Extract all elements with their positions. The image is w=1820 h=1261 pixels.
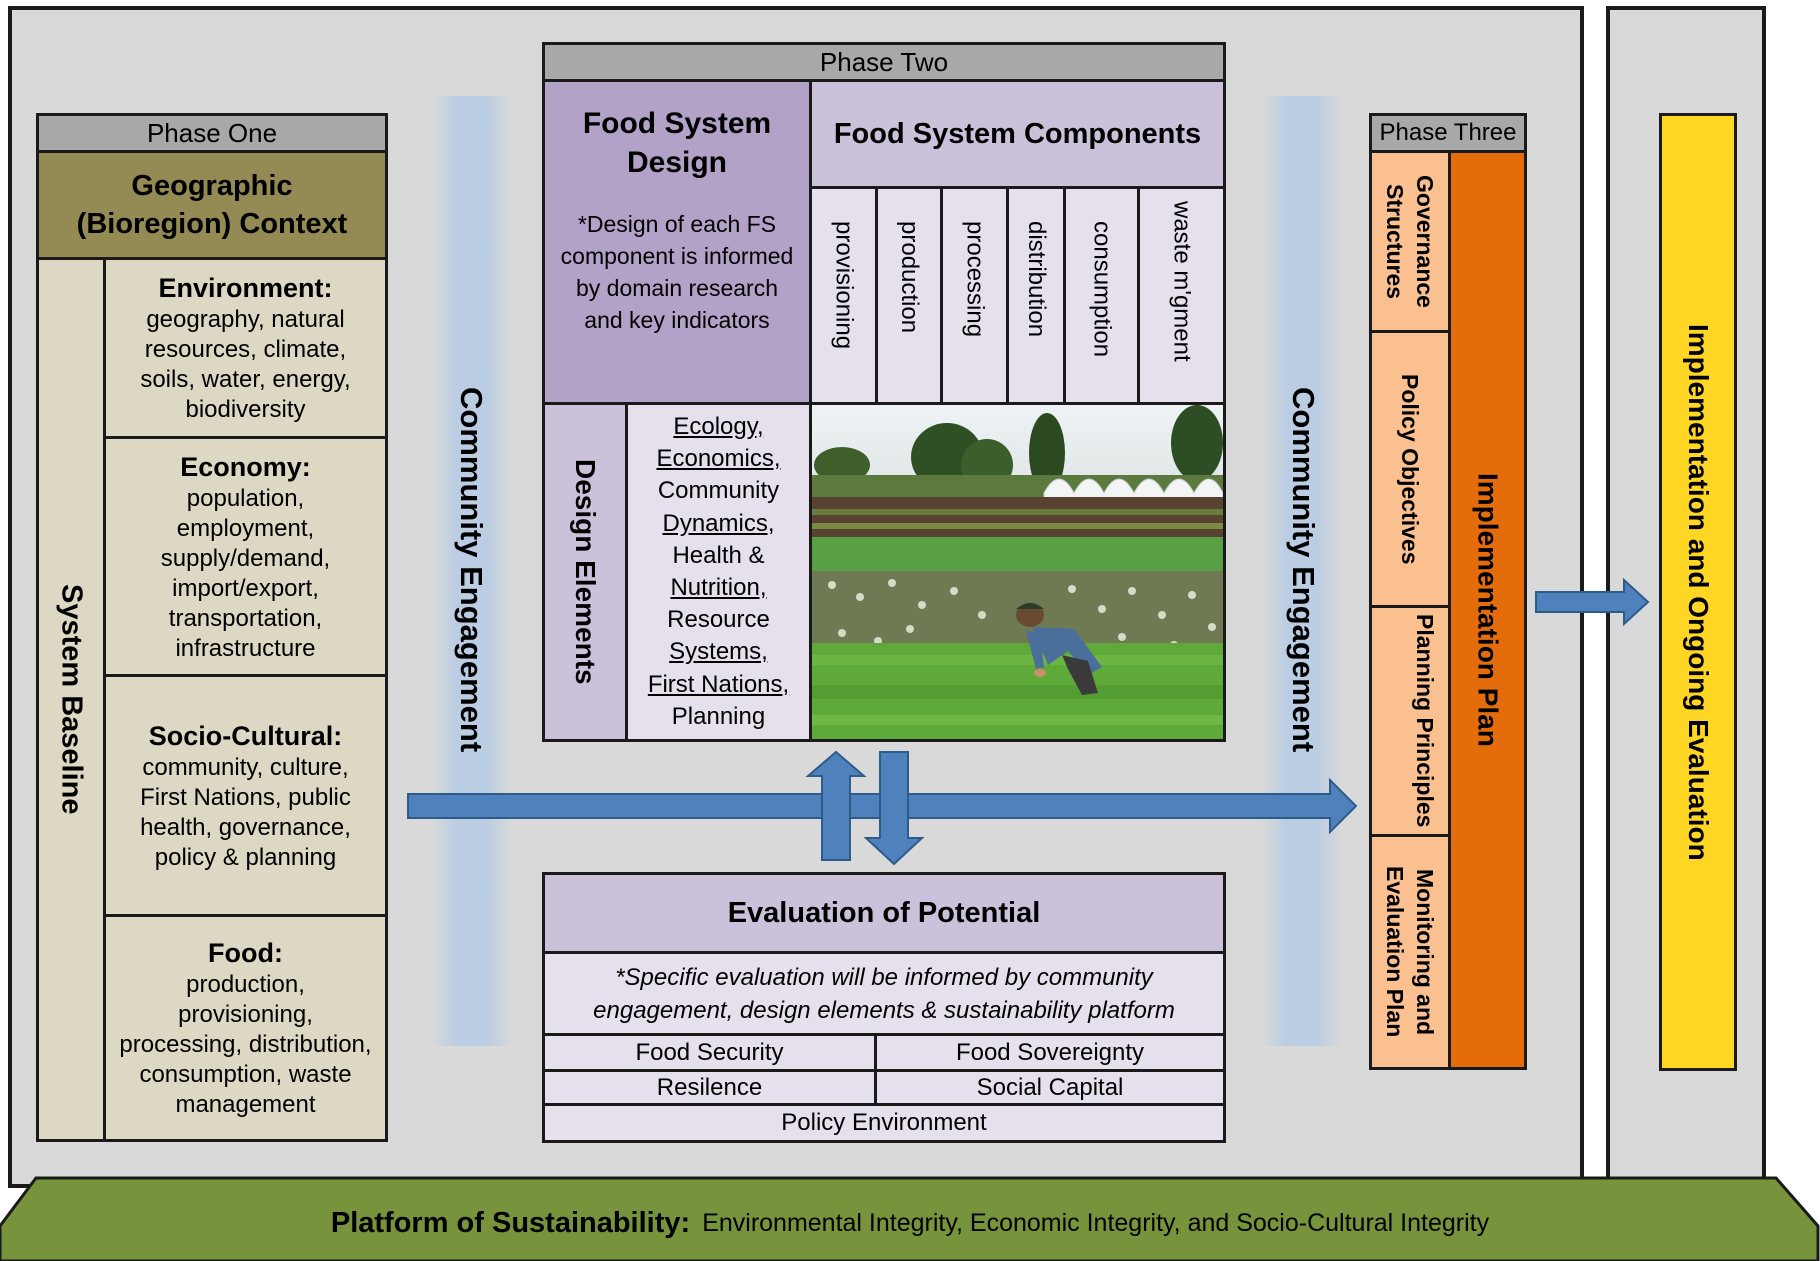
platform-text: Environmental Integrity, Economic Integr… <box>702 1208 1490 1237</box>
food-system-design-title: Food System Design <box>582 107 772 179</box>
phase-two-header: Phase Two <box>542 42 1226 82</box>
community-engagement-band-right <box>1262 96 1342 1046</box>
eval-food-sovereignty: Food Sovereignty <box>874 1033 1226 1072</box>
system-baseline: System Baseline <box>36 257 106 1142</box>
component-production: production <box>875 186 943 405</box>
to-evaluation-arrow <box>1535 577 1650 627</box>
implementation-plan: Implementation Plan <box>1448 150 1527 1070</box>
eval-social-capital: Social Capital <box>874 1069 1226 1106</box>
component-consumption: consumption <box>1063 186 1140 405</box>
component-waste-mgment: waste m'gment <box>1137 186 1226 405</box>
monitoring-evaluation-plan: Monitoring and Evaluation Plan <box>1369 834 1451 1070</box>
socio-cultural-section: Socio-Cultural: community, culture, Firs… <box>103 674 388 917</box>
community-engagement-right: Community Engagement <box>1286 387 1321 753</box>
community-engagement-left: Community Engagement <box>454 387 489 753</box>
geographic-context: Geographic (Bioregion) Context <box>36 150 388 260</box>
food-system-components-title: Food System Components <box>809 79 1226 189</box>
farm-photo-illustration <box>812 405 1223 739</box>
implementation-ongoing-evaluation: Implementation and Ongoing Evaluation <box>1659 113 1737 1071</box>
governance-structures: Governance Structures <box>1369 150 1451 333</box>
farm-photo <box>809 402 1226 742</box>
eval-policy-environment: Policy Environment <box>542 1103 1226 1143</box>
design-elements-list: Ecology, Economics, Community Dynamics, … <box>625 402 812 742</box>
platform-of-sustainability: Platform of Sustainability: Environmenta… <box>0 1198 1820 1248</box>
down-arrow <box>863 751 925 866</box>
food-system-design: Food System Design *Design of each FS co… <box>542 79 812 405</box>
platform-title: Platform of Sustainability: <box>330 1206 691 1239</box>
up-arrow <box>805 750 867 861</box>
environment-section: Environment: geography, natural resource… <box>103 257 388 439</box>
component-provisioning: provisioning <box>809 186 878 405</box>
planning-principles: Planning Principles <box>1369 605 1451 837</box>
community-engagement-band-left <box>432 96 512 1046</box>
food-system-design-note: *Design of each FS component is informed… <box>560 211 794 333</box>
phase-three-header: Phase Three <box>1369 113 1527 153</box>
food-section: Food: production, provisioning, processi… <box>103 914 388 1142</box>
